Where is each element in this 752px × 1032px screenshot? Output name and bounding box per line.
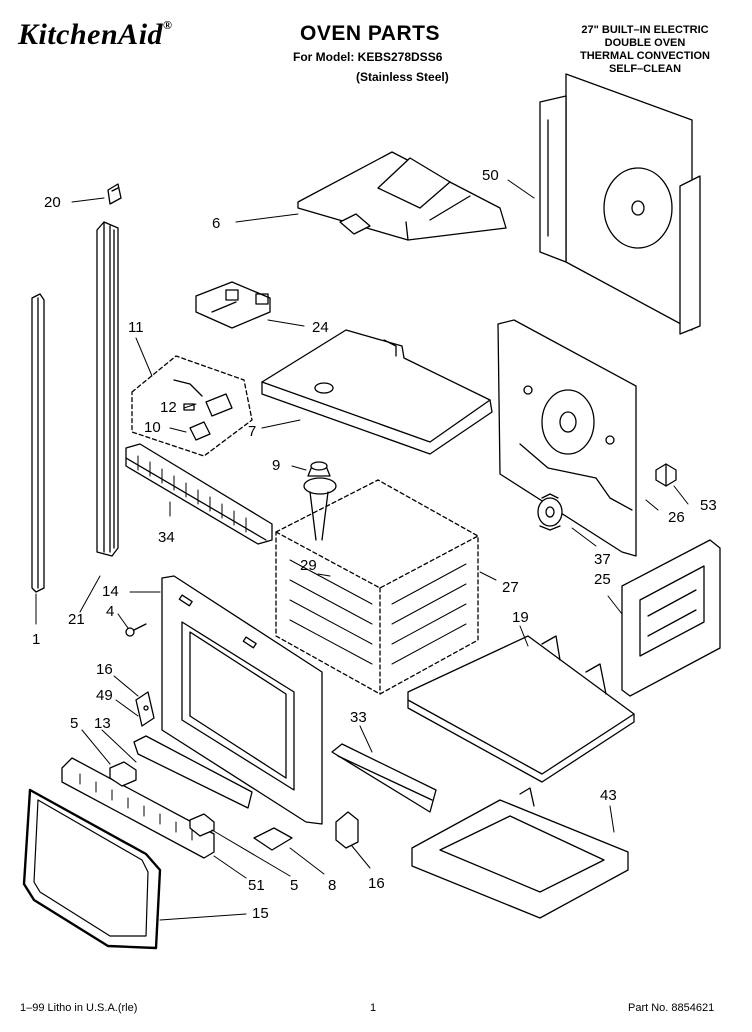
model-number: For Model: KEBS278DSS6 bbox=[293, 50, 443, 64]
part-number: Part No. 8854621 bbox=[628, 1002, 715, 1014]
part-24-bracket-switch bbox=[195, 281, 271, 329]
callout-43: 43 bbox=[600, 787, 617, 804]
description-line: DOUBLE OVEN bbox=[604, 37, 686, 49]
part-13-vent-grille bbox=[61, 757, 215, 859]
callout-9: 9 bbox=[272, 457, 281, 474]
part-53-connector bbox=[655, 463, 677, 487]
callout-24: 24 bbox=[312, 319, 329, 336]
part-5-small-block bbox=[109, 761, 215, 837]
part-4-screw bbox=[125, 623, 147, 637]
part-26-convection-plate bbox=[497, 319, 637, 557]
print-info: 1–99 Litho in U.S.A.(rle) bbox=[20, 1002, 138, 1014]
description-line: 27" BUILT–IN ELECTRIC bbox=[581, 24, 709, 36]
page-title: OVEN PARTS bbox=[300, 22, 440, 45]
part-11-wiring-group bbox=[131, 355, 253, 457]
callout-34: 34 bbox=[158, 529, 175, 546]
product-description: 27" BUILT–IN ELECTRIC DOUBLE OVEN THERMA… bbox=[560, 24, 730, 76]
callout-20: 20 bbox=[44, 194, 61, 211]
part-16-lower-bracket bbox=[335, 811, 359, 849]
part-1-vertical-trim bbox=[31, 293, 45, 593]
callout-15: 15 bbox=[252, 905, 269, 922]
callout-49: 49 bbox=[96, 687, 113, 704]
callout-8: 8 bbox=[328, 877, 337, 894]
callout-7: 7 bbox=[248, 423, 257, 440]
description-line: SELF–CLEAN bbox=[608, 63, 682, 75]
leader-lines bbox=[35, 179, 689, 921]
model-variant: (Stainless Steel) bbox=[356, 70, 449, 84]
callout-16: 16 bbox=[96, 661, 113, 678]
part-6-top-shield bbox=[297, 151, 507, 241]
callout-12: 12 bbox=[160, 399, 177, 416]
callout-53: 53 bbox=[700, 497, 717, 514]
callout-37: 37 bbox=[594, 551, 611, 568]
callout-29: 29 bbox=[300, 557, 317, 574]
callout-10: 10 bbox=[144, 419, 161, 436]
part-7-top-wrapper bbox=[261, 329, 493, 455]
part-15-door-gasket bbox=[22, 788, 162, 950]
brand-name: KitchenAid bbox=[18, 18, 164, 51]
callout-21: 21 bbox=[68, 611, 85, 628]
part-16-upper-bracket bbox=[135, 691, 155, 727]
callout-19: 19 bbox=[512, 609, 529, 626]
part-27-oven-cavity bbox=[275, 479, 479, 695]
callout-50: 50 bbox=[482, 167, 499, 184]
part-14-front-frame bbox=[161, 575, 323, 825]
description-line: THERMAL CONVECTION bbox=[580, 50, 710, 62]
callout-51: 51 bbox=[248, 877, 265, 894]
part-43-lower-pan bbox=[411, 787, 629, 919]
page-number: 1 bbox=[370, 1002, 377, 1014]
part-37-fan-blade bbox=[537, 493, 563, 531]
part-25-side-panel bbox=[621, 539, 721, 697]
callout-14: 14 bbox=[102, 583, 119, 600]
callout-1: 1 bbox=[32, 631, 41, 648]
part-9-fan-motor bbox=[303, 461, 337, 541]
callout-11: 11 bbox=[128, 319, 144, 336]
part-33-rail bbox=[331, 743, 437, 813]
part-34-vent-bar bbox=[125, 443, 273, 545]
callout-25: 25 bbox=[594, 571, 611, 588]
part-19-bottom-panel bbox=[407, 635, 635, 783]
part-8-plate bbox=[253, 827, 293, 851]
callout-27: 27 bbox=[502, 579, 519, 596]
registered-mark: ® bbox=[163, 18, 173, 32]
part-21-side-trim bbox=[96, 221, 119, 557]
part-49-vent-trim bbox=[133, 735, 253, 809]
callout-6: 6 bbox=[212, 215, 221, 232]
callout-5-lower: 5 bbox=[290, 877, 299, 894]
part-20-clip bbox=[107, 183, 122, 205]
callout-4: 4 bbox=[106, 603, 115, 620]
callout-13: 13 bbox=[94, 715, 111, 732]
brand-logo: KitchenAid® bbox=[18, 18, 173, 52]
part-50-rear-panel bbox=[539, 73, 701, 335]
callout-33: 33 bbox=[350, 709, 367, 726]
callout-5: 5 bbox=[70, 715, 79, 732]
callout-16-lower: 16 bbox=[368, 875, 385, 892]
callout-26: 26 bbox=[668, 509, 685, 526]
